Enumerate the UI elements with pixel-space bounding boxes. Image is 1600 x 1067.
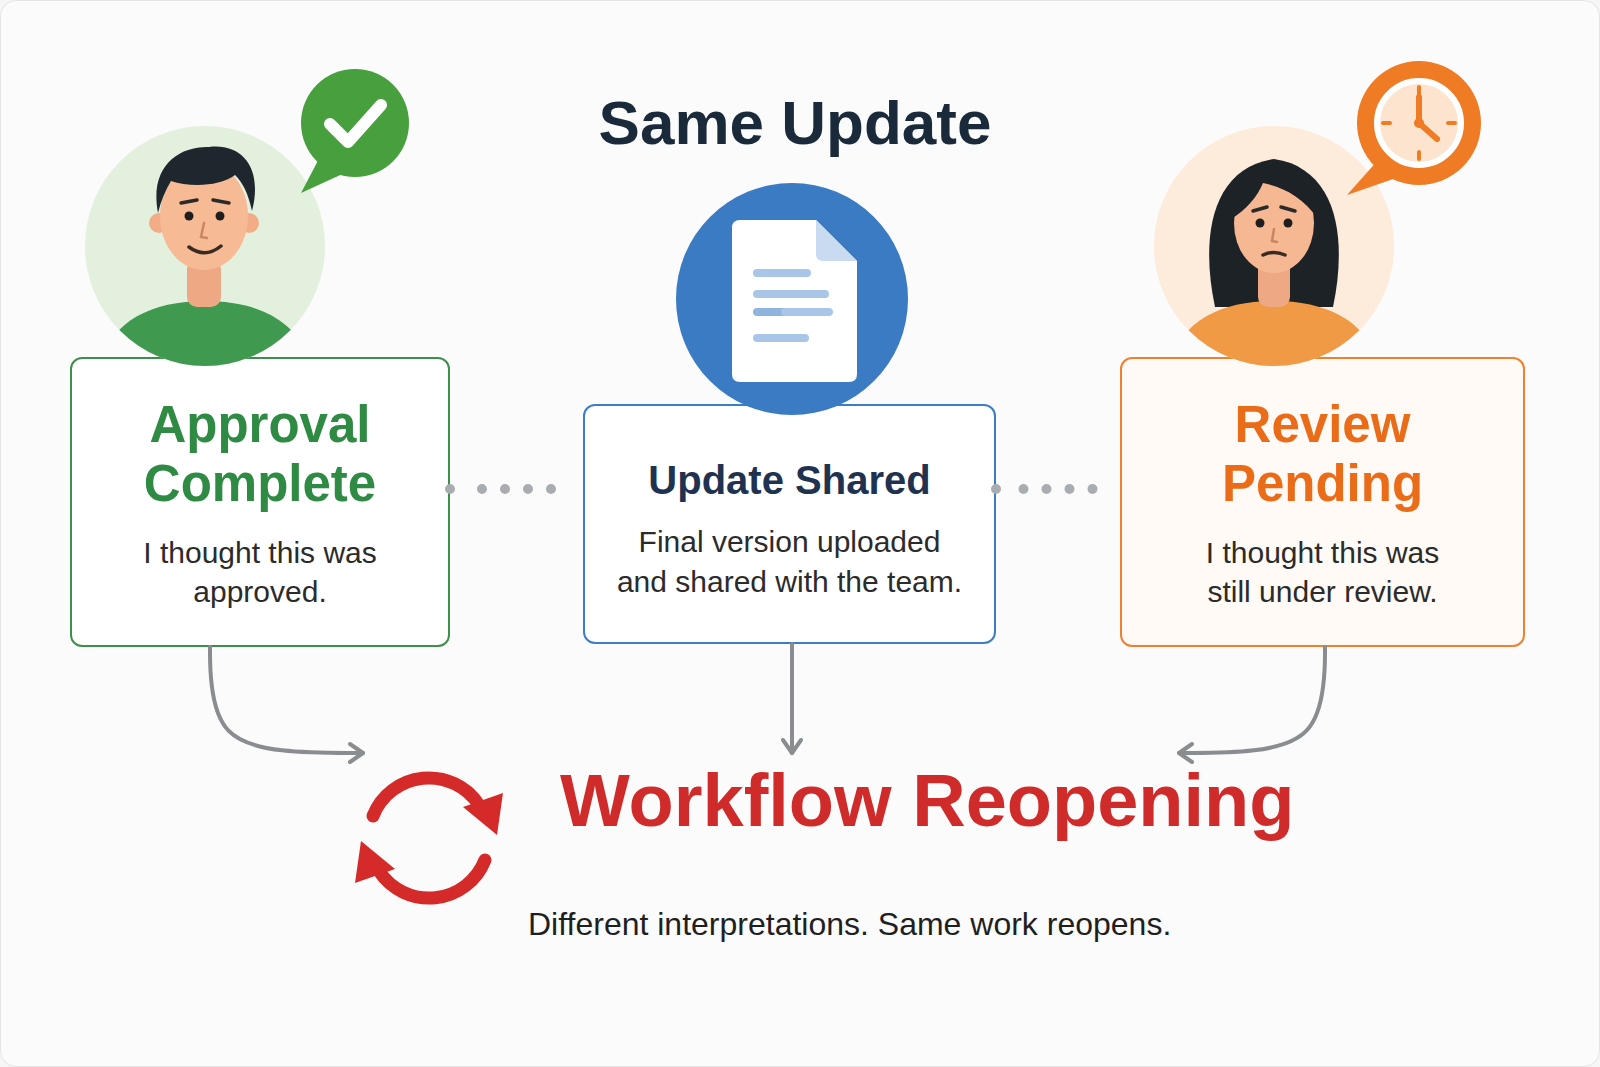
document-icon [676,183,908,415]
woman-avatar [1253,207,1267,211]
woman-avatar [1234,173,1314,273]
outcome-heading: Workflow Reopening [560,757,1295,845]
approval-box: Approval Complete I thought this was appr… [70,357,450,647]
box-heading: Review Pending [1122,395,1523,513]
approval-bubble [301,151,349,193]
pending-bubble [1377,81,1461,165]
man-avatar [239,213,259,233]
man-avatar [97,301,313,373]
man-avatar [85,126,325,373]
approval-bubble [301,69,409,193]
man-avatar [149,213,169,233]
pending-bubble [1357,61,1481,185]
dotted-connector [996,484,1120,494]
refresh-icon [355,841,395,883]
woman-avatar [1272,229,1277,242]
flow-arrow [1179,647,1325,753]
woman-avatar [1281,207,1295,211]
man-avatar [156,147,255,213]
document-icon [676,183,908,415]
man-avatar [181,200,197,203]
box-heading: Update Shared [585,456,994,504]
document-icon [753,308,793,316]
update-box: Update SharedFinal version uploaded and … [583,404,996,644]
refresh-icon [463,793,503,835]
flow-arrow [210,647,363,753]
box-body: I thought this was approved. [125,533,395,611]
man-avatar [216,212,225,221]
woman-avatar [1167,159,1381,373]
man-avatar [213,200,229,203]
document-icon [816,220,857,261]
document-icon [781,308,833,316]
man-avatar [85,126,325,366]
box-body: Final version uploaded and shared with t… [614,522,966,602]
diagram-title: Same Update [395,85,1195,161]
document-icon [732,220,857,382]
man-avatar [185,212,194,221]
man-avatar [189,246,221,253]
flow-arrow [790,644,794,753]
approval-bubble [301,69,409,177]
box-body: I thought this was still under review. [1188,533,1458,611]
refresh-icon [355,778,503,898]
refresh-icon [373,778,479,816]
man-avatar [201,223,207,238]
outcome-node: Workflow ReopeningDifferent interpretati… [353,753,1338,951]
woman-avatar [1263,253,1285,256]
pending-bubble [1419,97,1437,139]
box-heading: Approval Complete [72,395,448,513]
approval-bubble [330,105,381,142]
woman-avatar [1231,161,1319,219]
pending-bubble [1414,118,1424,128]
document-icon [753,269,811,277]
pending-box: Review Pending I thought this was still u… [1120,357,1525,647]
woman-avatar [1258,259,1290,307]
pending-bubble [1383,87,1455,159]
man-avatar [187,259,221,307]
pending-bubble [1347,61,1481,195]
man-avatar [97,147,313,373]
outcome-subtitle: Different interpretations. Same work reo… [528,904,1171,944]
woman-avatar [1167,301,1381,373]
document-icon [753,334,809,342]
refresh-icon [379,860,485,898]
woman-avatar [1256,219,1265,228]
man-avatar [160,162,248,270]
document-icon [753,290,829,298]
pending-bubble [1347,159,1399,195]
woman-avatar [1284,219,1293,228]
woman-avatar [1209,159,1339,307]
dotted-connector [450,484,583,494]
woman-avatar [1154,126,1394,373]
woman-avatar [1154,126,1394,366]
